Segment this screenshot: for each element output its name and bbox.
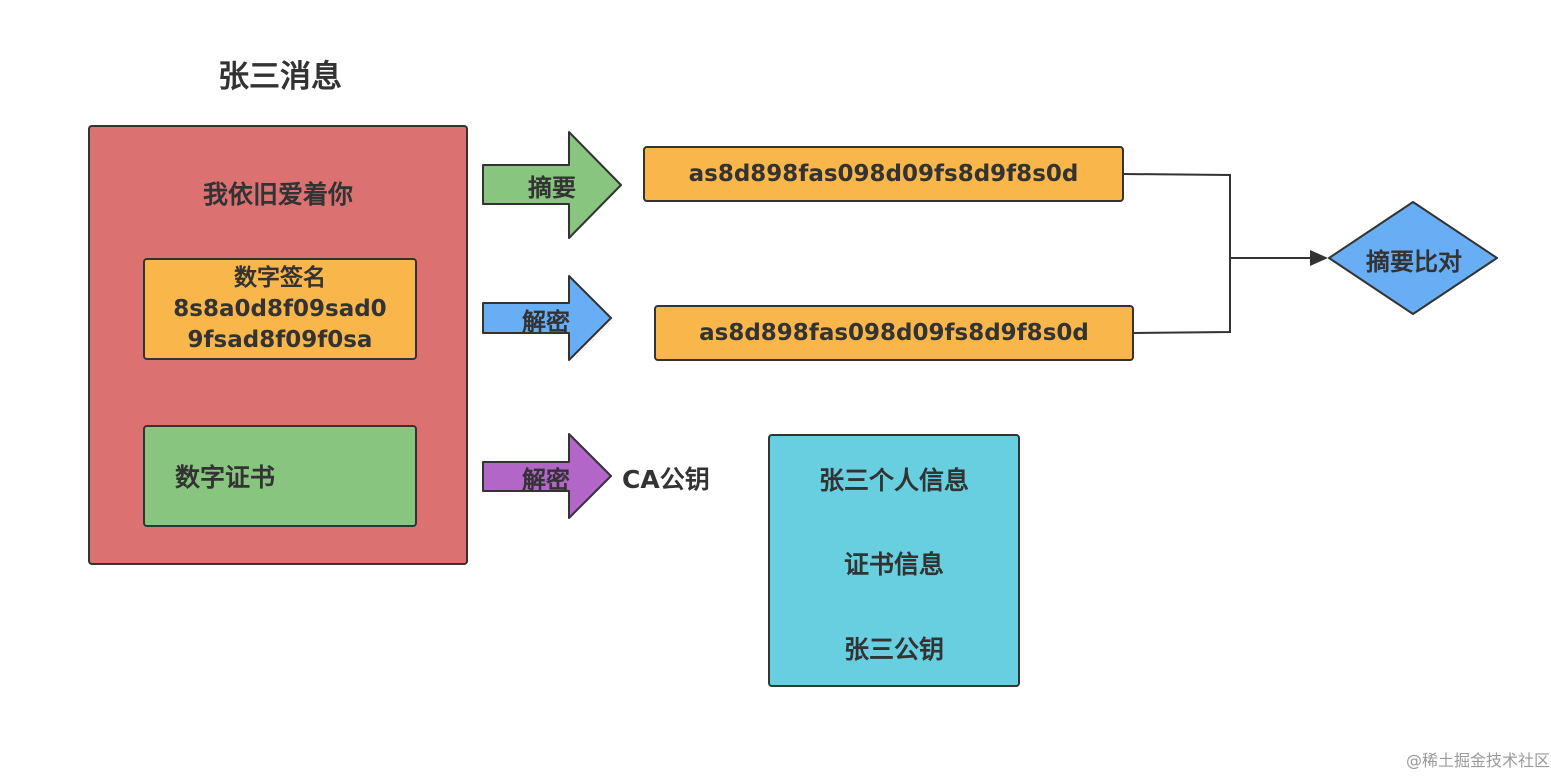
decrypted-hash-box: as8d898fas098d09fs8d9f8s0d bbox=[654, 305, 1134, 361]
signature-heading: 数字签名 bbox=[234, 264, 326, 291]
info-public-key: 张三公钥 bbox=[843, 635, 944, 664]
signature-line-2: 9fsad8f09f0sa bbox=[187, 326, 373, 353]
ca-public-key-label: CA公钥 bbox=[622, 465, 710, 494]
connector-computed-hash bbox=[1123, 173, 1231, 258]
decrypt-certificate-arrow bbox=[482, 433, 612, 519]
decrypt-signature-arrow bbox=[482, 275, 612, 361]
digital-signature-box: 数字签名 8s8a0d8f09sad0 9fsad8f09f0sa bbox=[143, 258, 417, 360]
compare-label: 摘要比对 bbox=[1366, 247, 1462, 276]
connector-decrypted-hash bbox=[1133, 258, 1231, 334]
signature-line-1: 8s8a0d8f09sad0 bbox=[173, 295, 387, 322]
digest-arrow-label: 摘要 bbox=[528, 173, 576, 202]
message-text: 我依旧爱着你 bbox=[202, 180, 353, 209]
decrypt-certificate-arrow-label: 解密 bbox=[522, 465, 570, 494]
decrypt-signature-arrow-label: 解密 bbox=[522, 307, 570, 336]
computed-hash-box: as8d898fas098d09fs8d9f8s0d bbox=[643, 146, 1124, 202]
computed-hash-text: as8d898fas098d09fs8d9f8s0d bbox=[688, 161, 1079, 187]
certificate-info-box bbox=[768, 434, 1020, 687]
info-personal: 张三个人信息 bbox=[818, 466, 969, 495]
diagram-title: 张三消息 bbox=[218, 58, 342, 95]
watermark: @稀土掘金技术社区 bbox=[1405, 751, 1550, 770]
certificate-label: 数字证书 bbox=[175, 463, 276, 492]
info-certificate: 证书信息 bbox=[843, 550, 944, 579]
decrypted-hash-text: as8d898fas098d09fs8d9f8s0d bbox=[699, 320, 1089, 346]
compare-diamond bbox=[1328, 201, 1498, 315]
digital-certificate-box: 数字证书 bbox=[143, 425, 417, 527]
digest-arrow bbox=[482, 131, 622, 239]
